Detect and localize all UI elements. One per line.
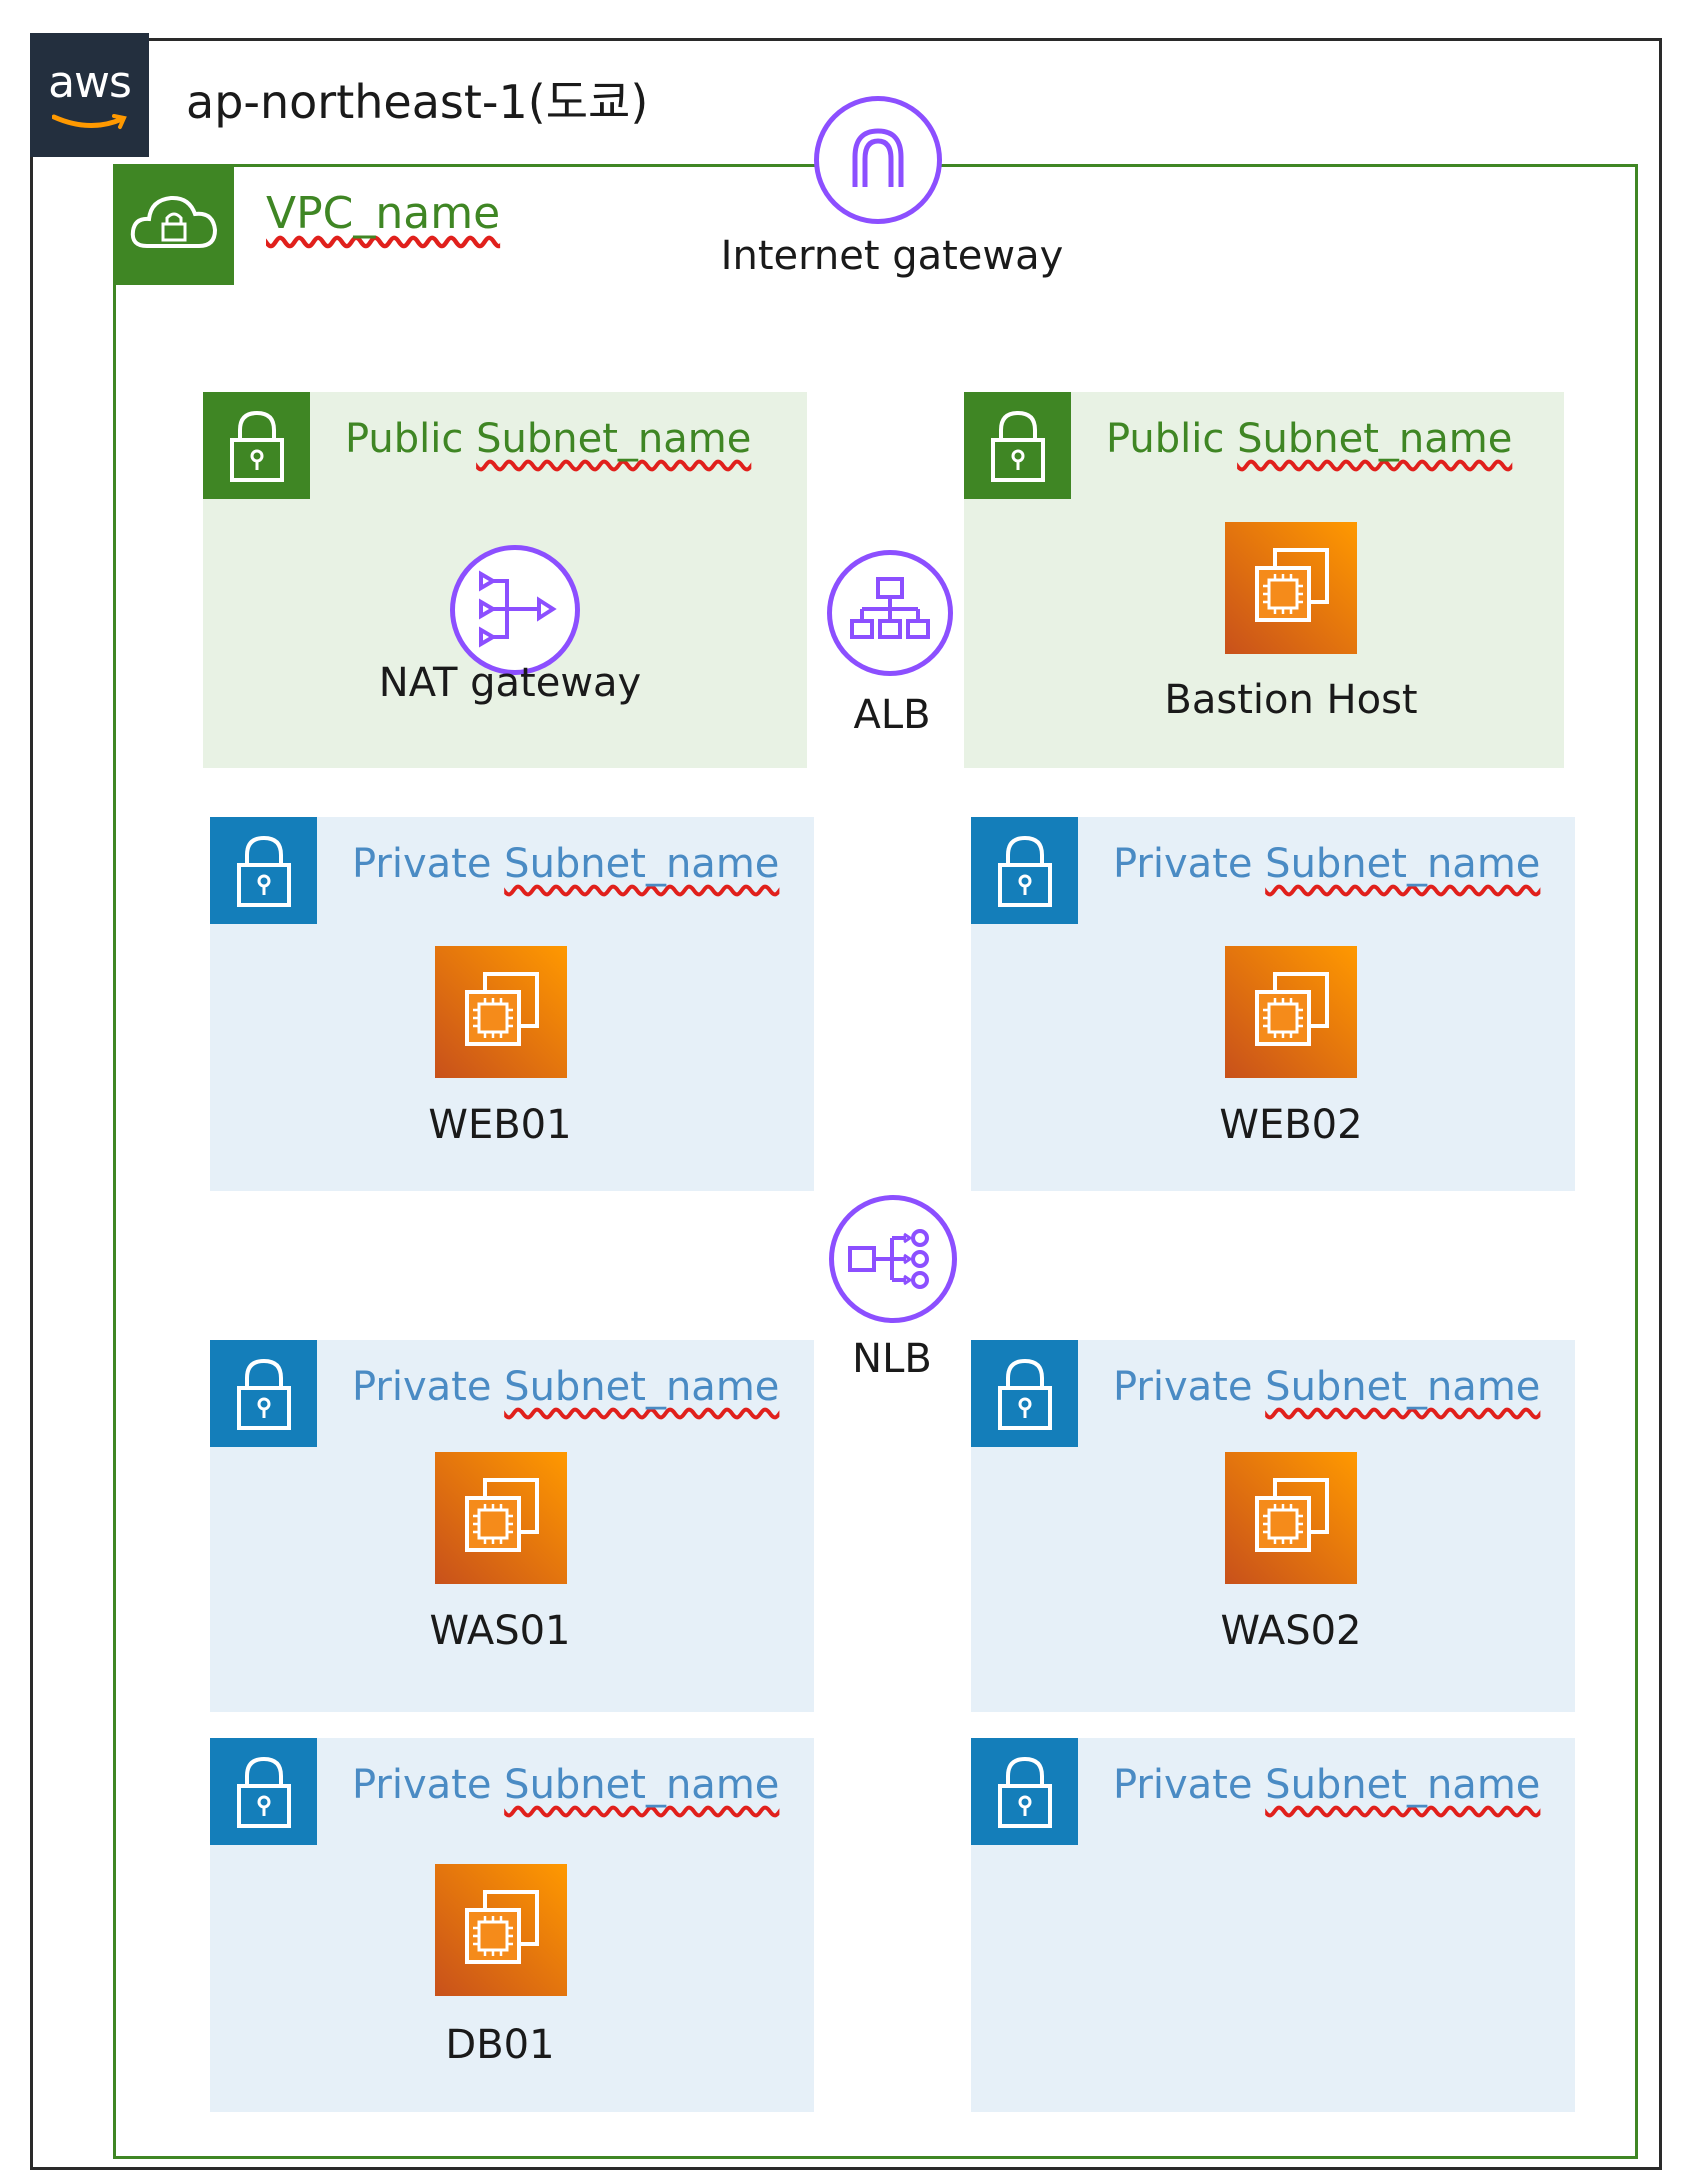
internet-gateway-icon xyxy=(814,96,942,224)
subnet-title-name: Subnet_name xyxy=(1237,416,1513,462)
ec2-instance-icon xyxy=(435,946,567,1078)
was02-label: WAS02 xyxy=(1220,1608,1362,1654)
subnet-title-prefix: Private xyxy=(1113,841,1266,887)
web02-label: WEB02 xyxy=(1219,1102,1363,1148)
region-title: ap-northeast-1(도쿄) xyxy=(186,75,649,129)
subnet-title-name: Subnet_name xyxy=(504,841,780,887)
subnet-title-prefix: Public xyxy=(1106,416,1238,462)
padlock-icon xyxy=(971,1340,1078,1447)
subnet-title: Private Subnet_name xyxy=(352,1762,779,1808)
padlock-icon xyxy=(971,1738,1078,1845)
ec2-instance-icon xyxy=(1225,1452,1357,1584)
ec2-instance-icon xyxy=(435,1864,567,1996)
subnet-title-prefix: Private xyxy=(352,841,505,887)
was01-label: WAS01 xyxy=(429,1608,571,1654)
alb-label: ALB xyxy=(853,692,931,738)
private-subnet-was02: Private Subnet_name xyxy=(971,1340,1575,1712)
nat-gateway-icon xyxy=(450,545,580,675)
subnet-title-prefix: Private xyxy=(352,1762,505,1808)
subnet-title: Private Subnet_name xyxy=(352,841,779,887)
padlock-icon xyxy=(964,392,1071,499)
subnet-title: Public Subnet_name xyxy=(345,416,751,462)
nlb-icon xyxy=(829,1195,957,1323)
ec2-instance-icon xyxy=(1225,522,1357,654)
vpc-title: VPC_name xyxy=(266,188,501,239)
subnet-title-name: Subnet_name xyxy=(1265,841,1541,887)
subnet-title-prefix: Private xyxy=(1113,1762,1266,1808)
aws-logo-text: aws xyxy=(48,57,132,108)
subnet-title-name: Subnet_name xyxy=(504,1762,780,1808)
subnet-title-name: Subnet_name xyxy=(1265,1364,1541,1410)
subnet-title-name: Subnet_name xyxy=(476,416,752,462)
subnet-title: Private Subnet_name xyxy=(1113,1364,1540,1410)
nlb-label: NLB xyxy=(852,1336,932,1382)
padlock-icon xyxy=(210,817,317,924)
ec2-instance-icon xyxy=(1225,946,1357,1078)
padlock-icon xyxy=(210,1340,317,1447)
internet-gateway-label: Internet gateway xyxy=(720,233,1064,279)
subnet-title: Private Subnet_name xyxy=(352,1364,779,1410)
subnet-title: Private Subnet_name xyxy=(1113,841,1540,887)
ec2-instance-icon xyxy=(435,1452,567,1584)
nat-gateway-label: NAT gateway xyxy=(378,660,642,706)
cloud-lock-icon xyxy=(113,164,234,285)
padlock-icon xyxy=(971,817,1078,924)
aws-logo-icon: aws xyxy=(30,33,149,157)
subnet-title-name: Subnet_name xyxy=(1265,1762,1541,1808)
subnet-title: Private Subnet_name xyxy=(1113,1762,1540,1808)
subnet-title: Public Subnet_name xyxy=(1106,416,1512,462)
alb-icon xyxy=(827,550,953,676)
padlock-icon xyxy=(210,1738,317,1845)
subnet-title-prefix: Private xyxy=(1113,1364,1266,1410)
subnet-title-name: Subnet_name xyxy=(504,1364,780,1410)
db01-label: DB01 xyxy=(445,2022,555,2068)
subnet-title-prefix: Private xyxy=(352,1364,505,1410)
web01-label: WEB01 xyxy=(428,1102,572,1148)
bastion-host-label: Bastion Host xyxy=(1164,677,1418,723)
padlock-icon xyxy=(203,392,310,499)
private-subnet-empty: Private Subnet_name xyxy=(971,1738,1575,2112)
subnet-title-prefix: Public xyxy=(345,416,477,462)
region-group xyxy=(30,38,1662,2170)
